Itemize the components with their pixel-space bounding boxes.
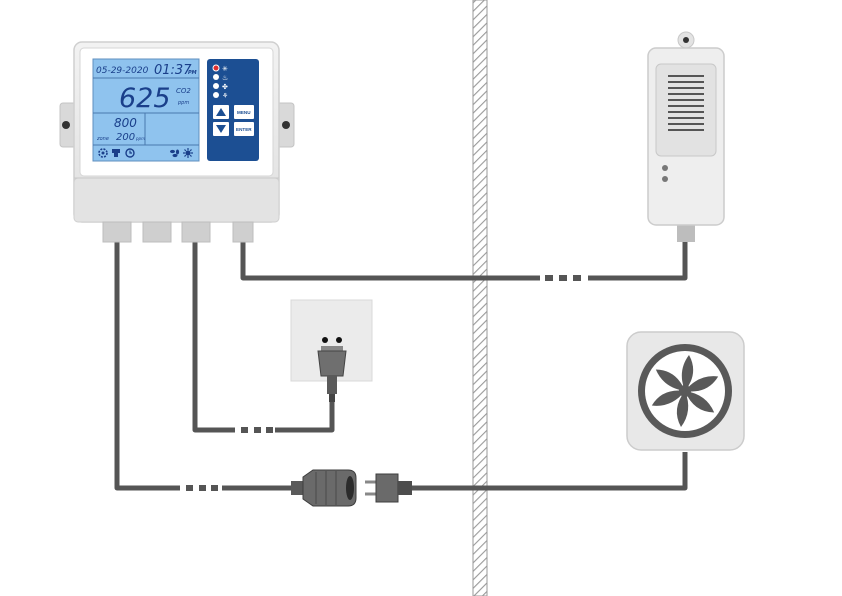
lcd-date: 05-29-2020: [96, 66, 149, 76]
lcd-time: 01:37: [154, 63, 192, 78]
cable-break-dots: [186, 275, 581, 491]
port-1: [102, 221, 132, 243]
svg-text:⚘: ⚘: [222, 92, 228, 100]
heater-icon: [112, 149, 120, 157]
up-button[interactable]: [213, 105, 229, 119]
fan-icon: [170, 149, 180, 158]
indicator-led-icon: [213, 83, 219, 89]
lcd-co2-value: 625: [119, 83, 171, 114]
lcd-zone-value: 200: [116, 132, 135, 143]
power-plug-icon: [317, 346, 347, 402]
indicator-led-icon: [213, 92, 219, 98]
enter-button[interactable]: ENTER: [234, 122, 254, 136]
menu-button[interactable]: MENU: [234, 105, 254, 119]
lcd-co2-label: CO2: [176, 87, 191, 95]
indicator-led-icon: [212, 64, 220, 72]
svg-text:✳: ✳: [222, 65, 228, 73]
cables: [114, 238, 688, 491]
status-led: [662, 165, 668, 171]
fan-cable-end: [412, 452, 688, 491]
lcd-setpoint: 800: [114, 116, 137, 130]
svg-text:♨: ♨: [222, 74, 228, 82]
lcd-co2-unit: ppm: [177, 100, 189, 106]
indicator-led-icon: [213, 74, 219, 80]
svg-text:✤: ✤: [222, 83, 228, 91]
inline-connector-icon: [291, 469, 412, 507]
port-3: [181, 221, 211, 243]
gear-icon: [98, 148, 108, 158]
sun-icon: [183, 148, 193, 158]
sensor-cable: [240, 240, 540, 281]
power-cable-end: [275, 400, 335, 433]
lcd-time-suffix: PM: [188, 70, 197, 76]
port-4: [232, 221, 254, 243]
co2-sensor: [647, 31, 725, 242]
co2-controller: 05-29-2020 01:37 PM 625 CO2 ppm 800 zone…: [59, 41, 295, 243]
wall: [472, 0, 488, 596]
down-button[interactable]: [213, 122, 229, 136]
lcd-zone-unit: ppm: [135, 136, 145, 141]
enter-button-label: ENTER: [236, 127, 252, 132]
clock-icon: [125, 148, 135, 158]
status-led: [662, 176, 668, 182]
lcd-screen: [92, 58, 200, 162]
lcd-zone-label: zone: [96, 136, 109, 142]
power-cable: [192, 240, 235, 433]
sensor-vent-icon: [668, 75, 704, 131]
menu-button-label: MENU: [237, 110, 251, 115]
sensor-cable-end: [588, 238, 688, 281]
indicator-leds: ✳ ♨ ✤ ⚘: [212, 64, 228, 100]
fan-cable: [114, 240, 180, 491]
exhaust-fan-icon: [626, 331, 745, 451]
port-2: [142, 221, 172, 243]
